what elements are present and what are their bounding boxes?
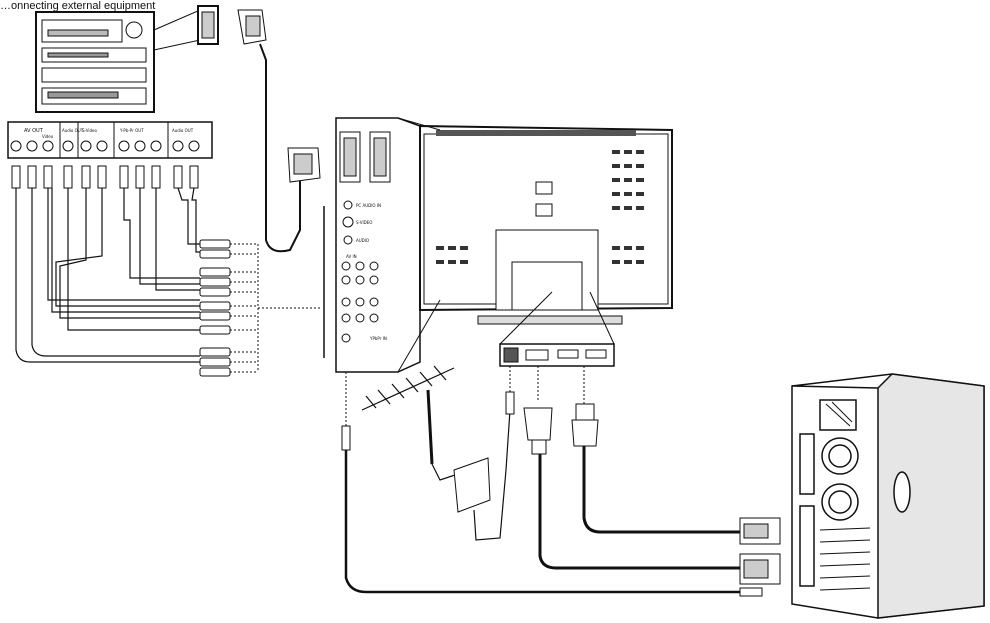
rca-cables [15,187,200,363]
antenna-cable [473,409,511,541]
hdmi-cable [582,446,740,534]
tv-back [419,124,673,325]
scart-cable [259,43,301,253]
pc-end-plugs [739,517,781,597]
scart-plug-mid [287,147,321,183]
vga-plug [523,407,553,455]
scart-plug-top [153,5,267,51]
antenna [361,365,471,481]
callout-lines [397,117,615,373]
vga-cable [538,454,740,570]
audio-jack-plug [341,425,351,451]
label-video: Video [42,134,54,139]
label-av-out: AV OUT [24,128,44,134]
antenna-booster-box [453,457,491,513]
av-output-panel [7,121,213,159]
pc-audio-cable-inner [345,450,740,593]
label-pc-audio-in: PC AUDIO IN [356,203,381,208]
label-av-in: AV IN [346,254,357,259]
label-ypbpr-in: YPbPr IN [369,336,387,341]
label-audio-out-2: Audio OUT [172,128,194,133]
pc-audio-cable [344,450,740,594]
header-caption: …onnecting external equipment [0,0,156,12]
av-equipment-stack [35,11,155,113]
label-ypbpr-out: Y-Pb-Pr OUT [119,128,144,133]
tv-rear-connector-strip [499,343,615,367]
hdmi-plug [571,403,599,447]
hdmi-cable-inner [583,446,740,533]
pc-tower [791,373,985,619]
coax-plug [505,391,515,415]
rca-plugs [11,165,199,189]
label-s-video-out: S-Video [82,128,98,133]
label-audio-in: AUDIO [356,238,369,243]
vga-cable-inner [539,454,740,569]
leader-lines [230,243,322,373]
tv-side-panel [323,117,421,373]
label-audio-out-1: Audio OUT [62,128,84,133]
label-s-video-in: S-VIDEO [356,220,372,225]
rca-tips [199,239,231,377]
